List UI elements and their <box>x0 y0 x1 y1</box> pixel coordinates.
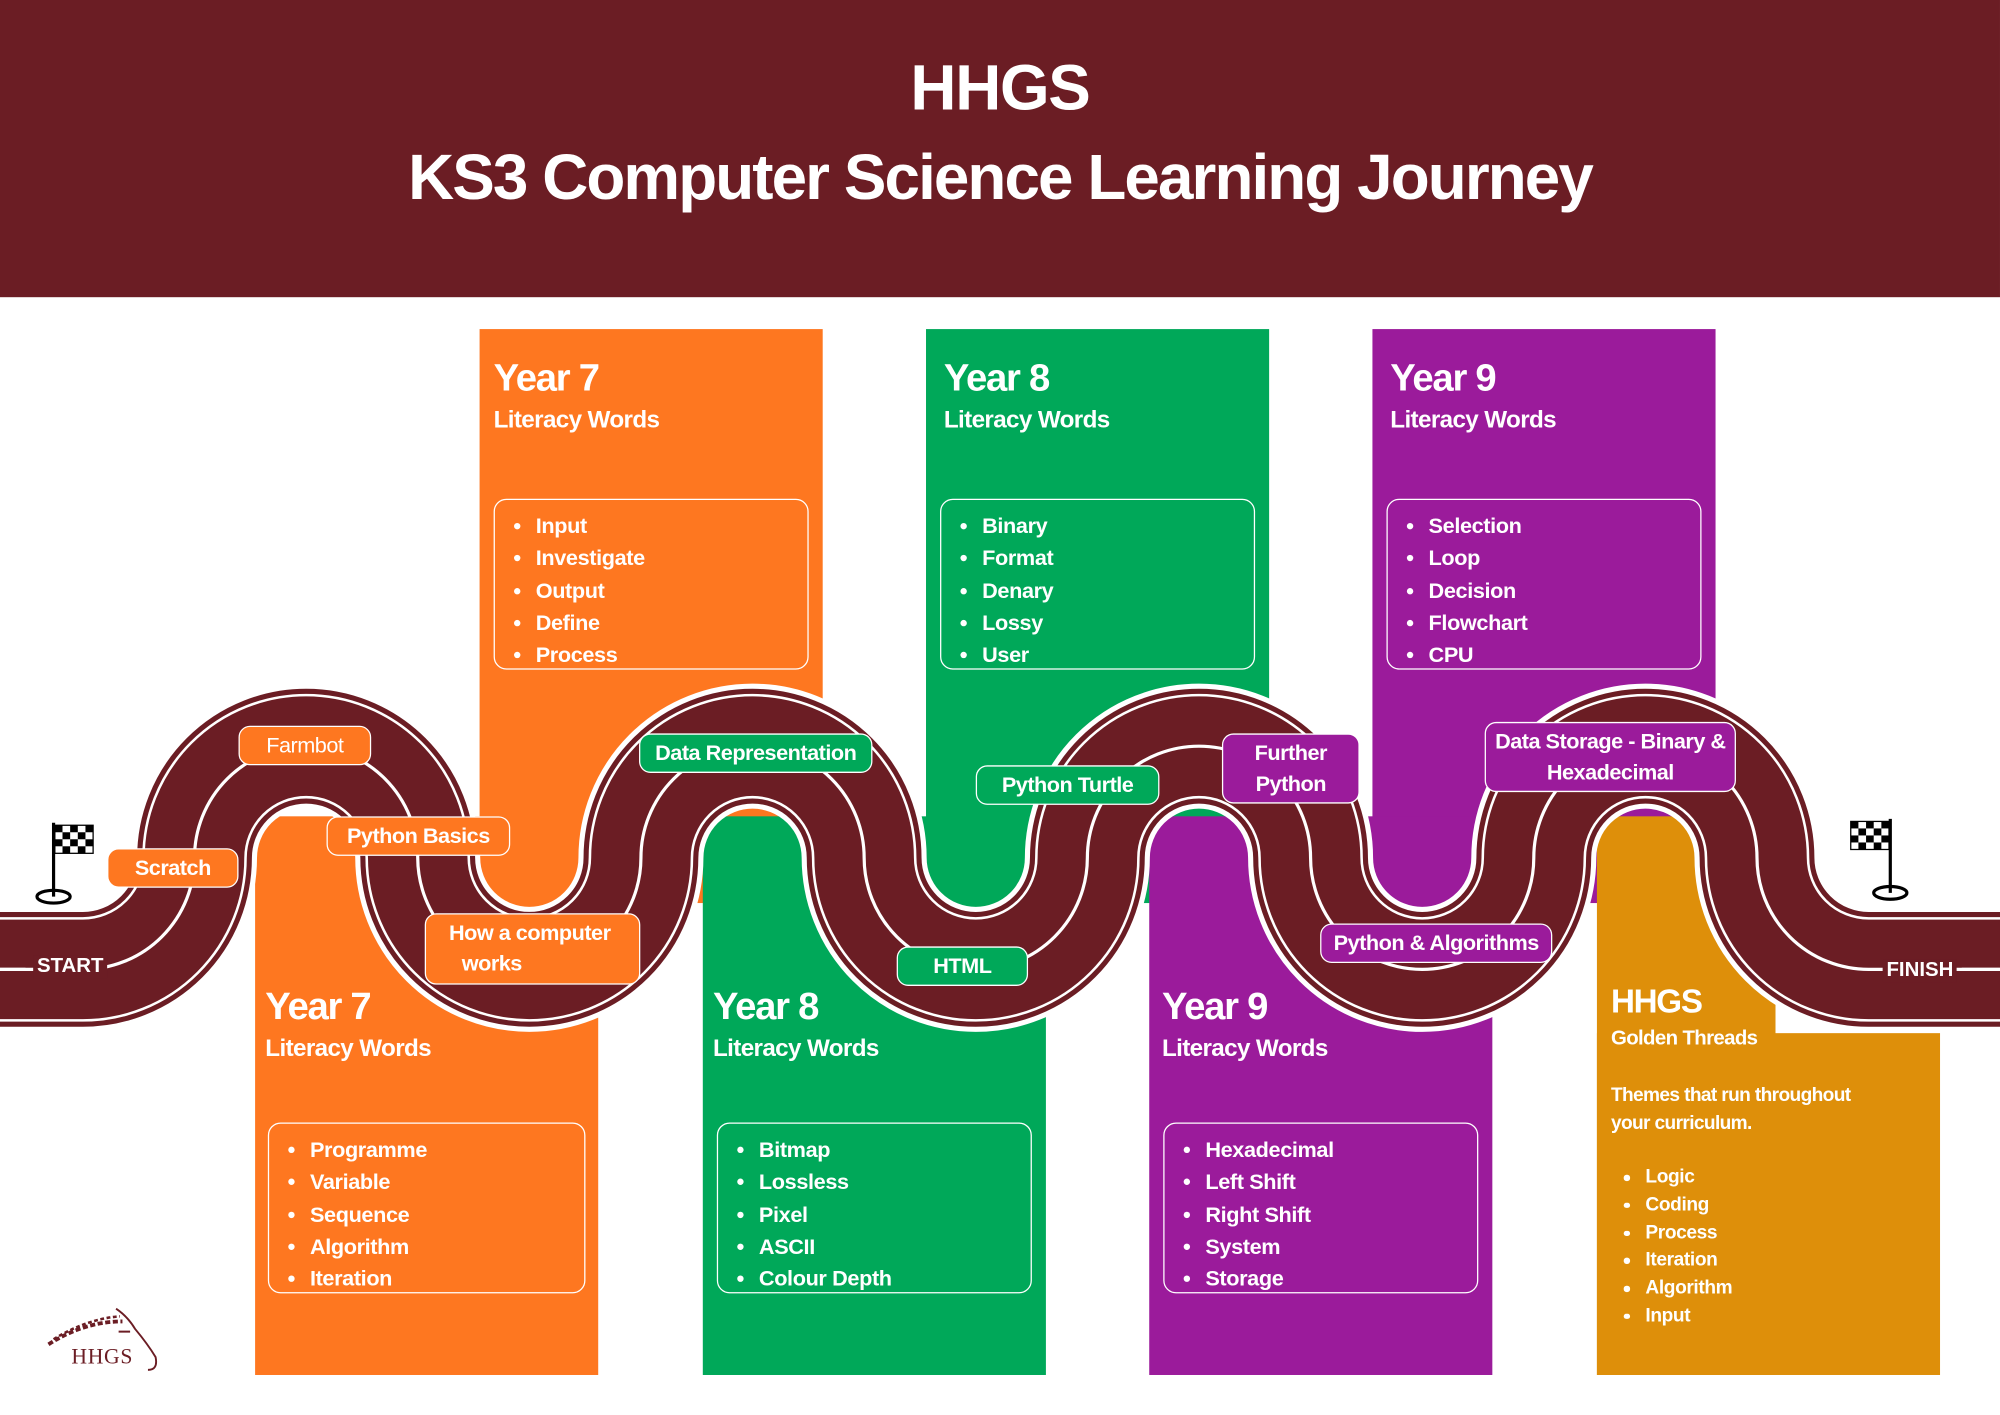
literacy-word: Flowchart <box>1406 607 1701 639</box>
literacy-word: Variable <box>288 1166 584 1198</box>
milestone-line: Python <box>1255 771 1327 796</box>
panel-subtitle: Literacy Words <box>1390 406 1557 434</box>
literacy-word: Iteration <box>288 1263 584 1295</box>
milestone-farmbot[interactable]: Farmbot <box>238 725 372 766</box>
panel-title: Year 7 <box>265 985 371 1029</box>
literacy-word: Decision <box>1406 575 1701 607</box>
literacy-word: Selection <box>1406 510 1701 542</box>
literacy-word: Lossless <box>737 1166 1031 1198</box>
golden-threads-panel <box>1596 1033 1941 1375</box>
start-flag-icon <box>35 822 94 905</box>
literacy-word: Algorithm <box>1623 1274 1733 1302</box>
literacy-word: Process <box>514 639 808 671</box>
milestone-data-representation[interactable]: Data Representation <box>639 733 873 773</box>
milestone-html[interactable]: HTML <box>896 946 1029 986</box>
panel-title: Year 8 <box>713 985 819 1029</box>
milestone-line: Data Storage - Binary & <box>1495 728 1726 754</box>
literacy-word: Sequence <box>288 1198 584 1230</box>
panel-subtitle: Literacy Words <box>713 1035 879 1063</box>
milestone-scratch[interactable]: Scratch <box>107 848 239 888</box>
literacy-word: Format <box>960 542 1254 574</box>
literacy-word: ASCII <box>737 1231 1031 1263</box>
literacy-word: Binary <box>960 510 1254 542</box>
literacy-word: Iteration <box>1623 1247 1732 1275</box>
golden-description: Themes that run throughout <box>1610 1084 1851 1106</box>
finish-flag-icon <box>1850 818 1909 901</box>
literacy-word: User <box>960 639 1254 671</box>
literacy-word: Left Shift <box>1183 1166 1477 1198</box>
milestone-line: How a computer <box>448 920 611 946</box>
literacy-word: Input <box>1623 1302 1732 1330</box>
panel-title: Year 8 <box>943 357 1050 400</box>
start-label: START <box>33 955 108 979</box>
literacy-word: Denary <box>960 575 1254 607</box>
literacy-word: Bitmap <box>737 1134 1031 1166</box>
panel-title: Year 9 <box>1161 985 1268 1029</box>
literacy-word: Define <box>514 607 808 639</box>
golden-subtitle: Golden Threads <box>1610 1028 1758 1050</box>
literacy-word: Storage <box>1183 1263 1477 1295</box>
panel-subtitle: Literacy Words <box>1161 1035 1328 1063</box>
golden-title: HHGS <box>1610 982 1703 1021</box>
finish-label: FINISH <box>1882 959 1958 983</box>
literacy-word: Investigate <box>514 542 808 574</box>
milestone-line: works <box>461 951 523 976</box>
logo-text: HHGS <box>71 1344 134 1369</box>
header-banner: HHGS KS3 Computer Science Learning Journ… <box>0 0 2000 298</box>
milestone-python-turtle[interactable]: Python Turtle <box>975 765 1160 805</box>
literacy-word: Coding <box>1623 1191 1732 1219</box>
literacy-word: Algorithm <box>288 1231 584 1263</box>
milestone-line: Further <box>1254 740 1328 765</box>
panel-title: Year 9 <box>1390 357 1496 400</box>
page-title: KS3 Computer Science Learning Journey <box>408 141 1594 214</box>
literacy-word: Process <box>1623 1219 1732 1247</box>
literacy-word: CPU <box>1406 639 1701 671</box>
milestone-python-algorithms[interactable]: Python & Algorithms <box>1320 923 1553 964</box>
literacy-word: Lossy <box>960 607 1254 639</box>
milestone-data-storage[interactable]: Data Storage - Binary & Hexadecimal <box>1484 721 1736 793</box>
horse-logo-icon <box>47 1307 158 1371</box>
panel-subtitle: Literacy Words <box>493 406 660 434</box>
milestone-python-basics[interactable]: Python Basics <box>326 816 511 856</box>
literacy-word: Hexadecimal <box>1183 1134 1477 1166</box>
school-name: HHGS <box>910 52 1090 124</box>
hhgs-logo: HHGS <box>46 1304 161 1375</box>
literacy-word: Right Shift <box>1183 1198 1477 1230</box>
literacy-word: Programme <box>288 1134 584 1166</box>
panel-title: Year 7 <box>493 357 600 400</box>
literacy-word: Loop <box>1406 542 1701 574</box>
golden-description: your curriculum. <box>1610 1112 1752 1134</box>
literacy-word: Pixel <box>737 1198 1031 1230</box>
milestone-how-a-computer-works[interactable]: How a computer works <box>424 913 641 985</box>
literacy-word: Output <box>514 575 808 607</box>
panel-subtitle: Literacy Words <box>943 406 1110 434</box>
literacy-word: Logic <box>1623 1163 1732 1191</box>
panel-subtitle: Literacy Words <box>265 1035 432 1063</box>
literacy-word: System <box>1183 1231 1477 1263</box>
literacy-word: Colour Depth <box>737 1263 1031 1295</box>
milestone-line: Hexadecimal <box>1546 759 1674 784</box>
literacy-word: Input <box>514 510 808 542</box>
milestone-further-python[interactable]: Further Python <box>1221 733 1360 804</box>
